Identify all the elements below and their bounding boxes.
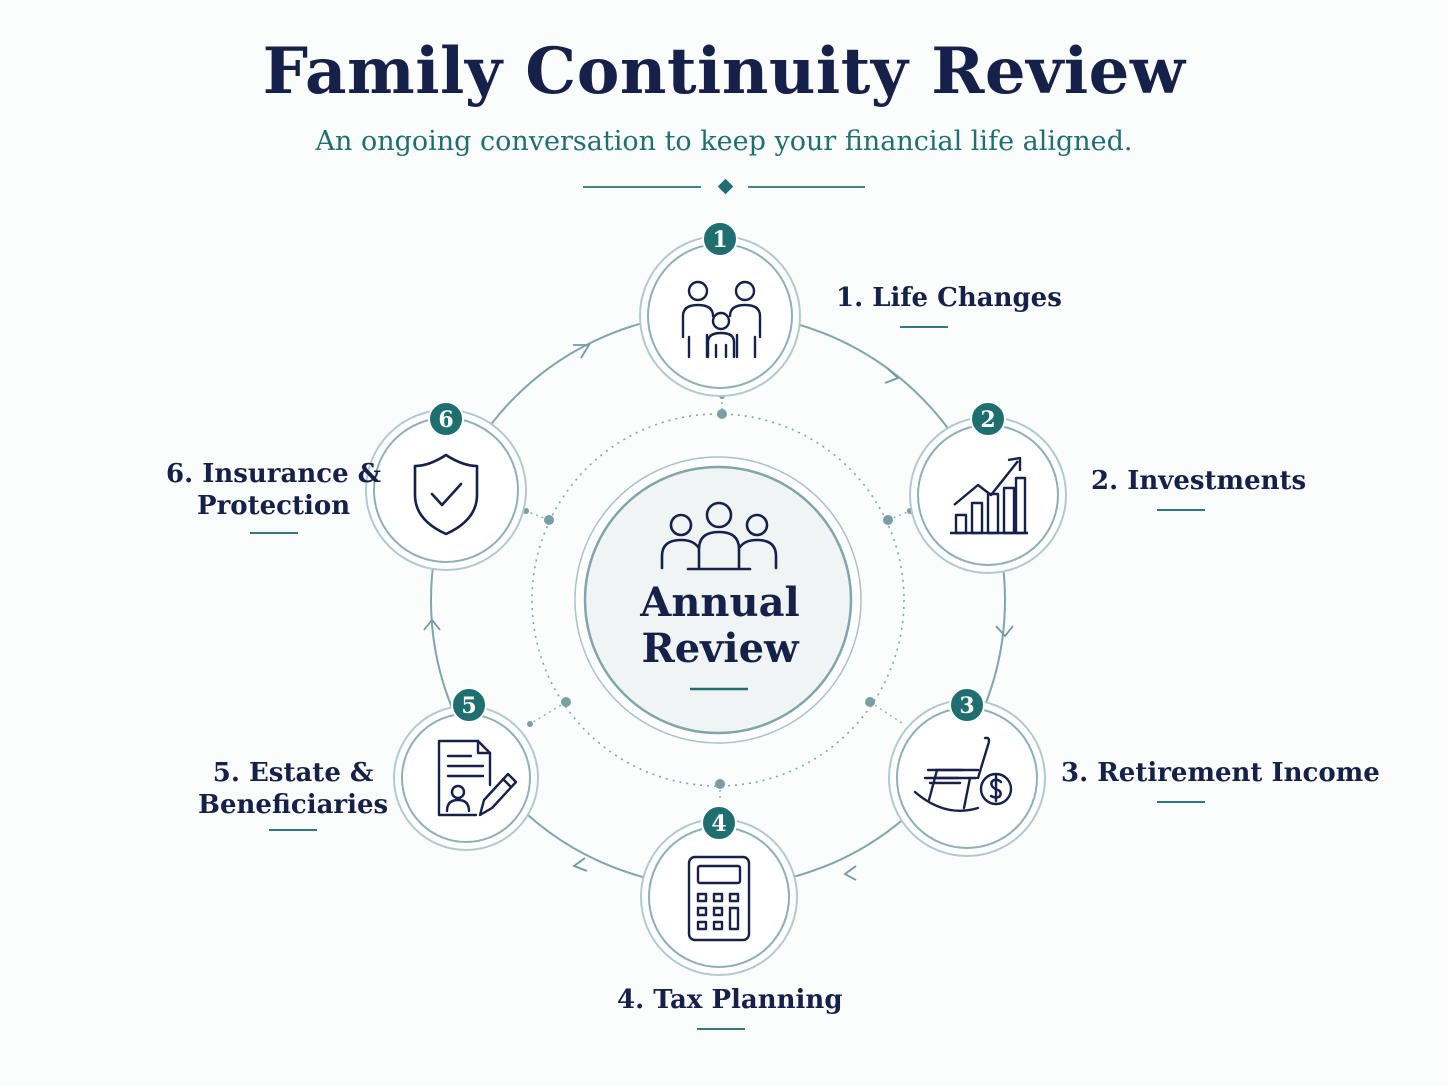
step-label-2: 2. Investments: [1091, 465, 1306, 511]
step-badge-3: 3: [949, 687, 985, 723]
shield-check-icon: [413, 453, 479, 536]
step-badge-number: 4: [711, 811, 726, 837]
step-badge-5: 5: [451, 687, 487, 723]
step-badges: 1 2 3 4 5 6: [428, 221, 1006, 841]
group-people-icon: [660, 501, 778, 571]
step-label-6: 6. Insurance & Protection: [166, 458, 381, 534]
arrow-5-6: [423, 618, 441, 631]
arrow-3-4: [843, 865, 857, 881]
step-label-underline: [269, 829, 318, 831]
step-node-1: [639, 235, 801, 397]
calculator-icon: [687, 855, 751, 942]
arrow-4-5: [572, 857, 588, 872]
step-badge-1: 1: [702, 221, 738, 257]
cycle-arrows: [423, 344, 1014, 881]
center-node: [574, 456, 862, 744]
step-label-underline: [1157, 509, 1205, 511]
step-badge-number: 2: [980, 407, 995, 433]
step-label-underline: [249, 532, 298, 534]
arrow-6-1: [573, 344, 591, 359]
step-badge-4: 4: [701, 805, 737, 841]
step-node-3: [888, 699, 1046, 857]
center-label: Annual Review: [580, 580, 860, 672]
document-signature-icon: [437, 739, 518, 817]
step-badge-2: 2: [970, 401, 1006, 437]
divider-right: [748, 186, 865, 188]
step-label-underline: [1157, 801, 1205, 803]
step-badge-number: 6: [438, 407, 453, 433]
step-node-2: [909, 416, 1067, 574]
arrow-1-2: [884, 368, 900, 384]
step-label-4: 4. Tax Planning: [617, 984, 843, 1030]
rocking-chair-dollar-icon: [913, 736, 1013, 812]
step-label-underline: [900, 326, 948, 328]
page-subtitle: An ongoing conversation to keep your fin…: [315, 126, 1133, 157]
step-label-1: 1. Life Changes: [836, 282, 1062, 328]
divider-left: [583, 186, 701, 188]
step-badge-number: 5: [461, 693, 476, 719]
step-label-underline: [697, 1028, 745, 1030]
page-title: Family Continuity Review: [262, 34, 1186, 109]
family-icon: [681, 280, 762, 359]
step-badge-number: 3: [959, 693, 974, 719]
spoke-connectors: [523, 393, 913, 800]
step-badge-6: 6: [428, 401, 464, 437]
arrow-2-3: [995, 625, 1014, 638]
center-label-line2: Review: [641, 625, 799, 672]
center-label-line1: Annual: [640, 579, 800, 626]
step-label-5: 5. Estate & Beneficiaries: [198, 757, 388, 831]
step-badge-number: 1: [712, 227, 727, 253]
step-label-3: 3. Retirement Income: [1061, 757, 1380, 803]
step-node-4: [640, 818, 798, 976]
step-node-5: [393, 705, 539, 851]
growth-chart-icon: [950, 456, 1028, 535]
